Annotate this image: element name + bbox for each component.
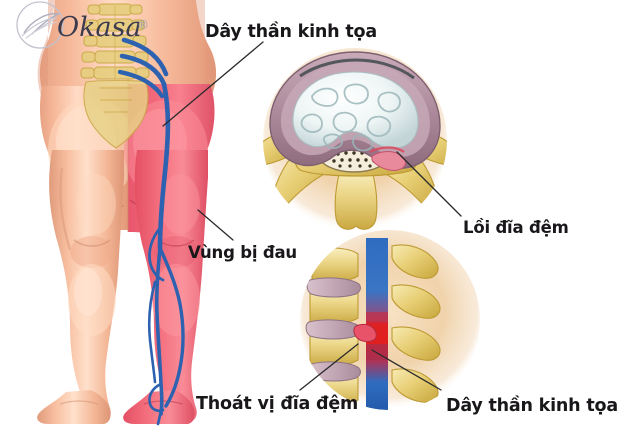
common-peroneal-nerve [158,246,185,408]
leader-pain-area [197,209,234,241]
disc-1 [306,277,361,298]
left-knee [70,236,114,268]
nerve-branch-medial [147,280,157,384]
logo-text: Okasa [57,12,142,43]
spinous-process [334,169,378,230]
annulus-top-rim [299,58,415,80]
vertebral-body-1 [311,247,359,283]
compression-gradient-top [366,312,388,324]
right-thigh-highlight [160,174,200,234]
nucleus-lobules [300,83,401,152]
logo-swirl-upper [23,12,61,35]
bulge-edge-highlight [369,146,405,153]
registered-mark: ® [137,18,149,32]
leader-sciatic-bottom [371,349,442,391]
left-foot [37,390,111,424]
spinous-process-2 [391,284,441,319]
lumbar-spine-overlay [80,3,150,149]
okasa-swirl-circle-icon [16,1,64,49]
human-figure [37,0,217,426]
leader-sciatic-top [162,41,264,127]
spinous-process-1 [391,244,439,279]
right-calf-highlight [152,264,200,336]
sacral-foramina-lines [100,87,132,113]
axial-inset-content [263,51,447,230]
nerve-branch-ankle [148,382,165,413]
left-calf-sheen [74,268,102,316]
disc-bulge-protrusion [371,150,407,171]
tibial-nerve [154,246,164,416]
sciatic-nerve-path [117,37,185,426]
nerve-branch-upper [148,226,165,282]
inset-axial-vertebra [263,48,447,232]
label-disc-bulge: Lồi đĩa đệm [463,218,569,237]
label-sciatic-nerve-bottom: Dây thần kinh tọa [446,396,618,416]
left-knee-crease [73,239,111,247]
intervertebral-discs [305,277,361,382]
spinous-processes [391,244,441,403]
logo-circle-outline [16,1,64,49]
right-foot-pain [123,390,195,424]
left-thigh-contour [59,167,72,251]
left-foot-crease [59,400,99,405]
torso-left-shadow [37,0,55,112]
spinous-process-3 [391,326,441,361]
leader-disc-bulge [396,151,462,217]
nerve-root-l4 [121,37,169,77]
nerve-root-s1 [117,69,165,99]
nucleus-pulposus [292,71,419,149]
nerve-root-l5 [119,53,167,87]
herniation-protrusion [353,323,377,343]
leader-lines [162,41,462,391]
label-herniated-disc: Thoát vị đĩa đệm [196,394,359,414]
sciatic-trunk-thigh [157,81,171,251]
nerve-foot-terminus [156,408,163,426]
leader-herniated-disc [299,343,359,391]
label-sciatic-nerve-top: Dây thần kinh tọa [205,22,377,42]
disc-2-herniated [305,319,361,340]
logo-swirl-tail [25,21,58,39]
lateral-inset-content [305,238,441,410]
inset-lateral-spine [300,230,480,410]
label-pain-area: Vùng bị đau [188,243,297,262]
left-thigh-highlight [76,174,116,234]
